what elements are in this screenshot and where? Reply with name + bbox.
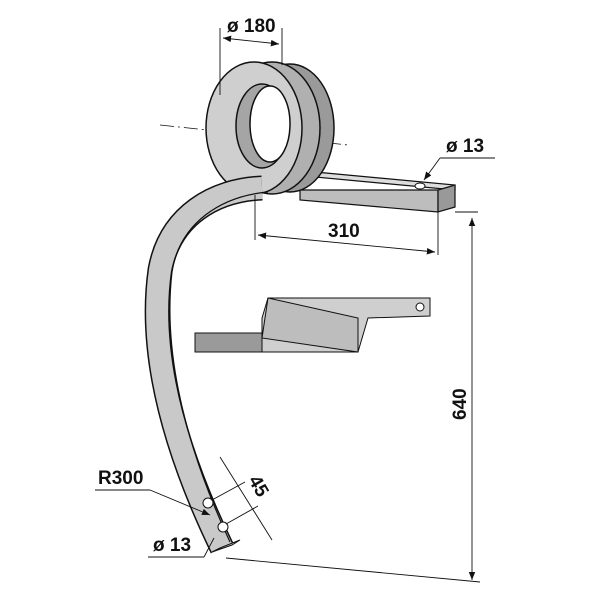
hole-spacing-label: 45 xyxy=(244,472,273,501)
tine xyxy=(144,175,269,554)
arm-length-label: 310 xyxy=(328,221,360,242)
tine-hole-2 xyxy=(217,521,229,533)
mounting-arm xyxy=(299,171,456,213)
coil-diameter-label: ø 180 xyxy=(227,16,276,37)
cross-section xyxy=(194,297,431,353)
coil xyxy=(205,61,335,195)
total-height-label: 640 xyxy=(450,388,471,420)
tine-hole-1 xyxy=(202,497,214,509)
arm-hole-diameter-label: ø 13 xyxy=(446,136,484,157)
radius-label: R300 xyxy=(98,468,143,489)
tine-hole-diameter-label: ø 13 xyxy=(153,535,191,556)
arm-hole xyxy=(414,182,426,190)
